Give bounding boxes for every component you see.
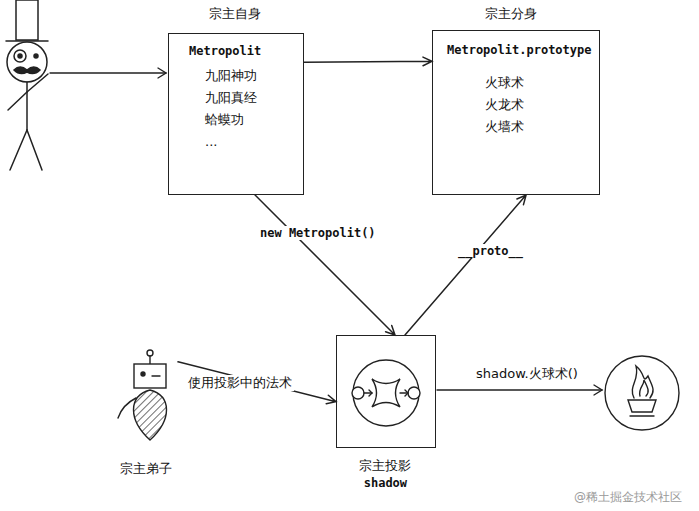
method-item: 九阳神功 [205, 68, 257, 84]
figure-label: 宗主弟子 [120, 461, 172, 477]
method-item: 火墙术 [485, 119, 524, 135]
method-item: 蛤蟆功 [205, 112, 244, 128]
disciple-figure: 宗主弟子 [118, 345, 178, 485]
edge-label: 使用投影中的法术 [186, 375, 294, 391]
man-arrow [50, 68, 166, 78]
fireball-result [605, 356, 679, 430]
connector-arrow [178, 362, 336, 404]
robot-disciple [118, 350, 167, 440]
box-heading: 宗主自身 [209, 6, 261, 22]
connector-arrow [405, 195, 526, 335]
method-item: 九阳真经 [205, 90, 257, 106]
connector-arrow [255, 195, 395, 335]
class-box: 宗主自身Metropolit九阳神功九阳真经蛤蟆功... [168, 33, 304, 195]
top-hat-man [6, 0, 48, 170]
box-heading: 宗主分身 [485, 6, 537, 22]
edge-label: __proto__ [456, 244, 525, 258]
class-name: Metropolit [189, 44, 261, 58]
edge-label: new Metropolit() [258, 226, 378, 240]
method-item: 火球术 [485, 75, 524, 91]
watermark: @稀土掘金技术社区 [572, 490, 684, 504]
prototype-name: Metropolit.prototype [447, 43, 592, 57]
box-caption: shadow [364, 476, 407, 490]
shadow-box: 宗主投影shadow [336, 335, 436, 448]
box-caption: 宗主投影 [359, 458, 411, 474]
method-item: ... [205, 134, 217, 150]
projection-icon [352, 360, 420, 426]
prototype-box: 宗主分身Metropolit.prototype火球术火龙术火墙术 [432, 30, 600, 195]
method-item: 火龙术 [485, 97, 524, 113]
call-label: shadow.火球术() [474, 366, 580, 382]
result-arrow [437, 385, 602, 395]
connector-arrow [304, 57, 432, 66]
